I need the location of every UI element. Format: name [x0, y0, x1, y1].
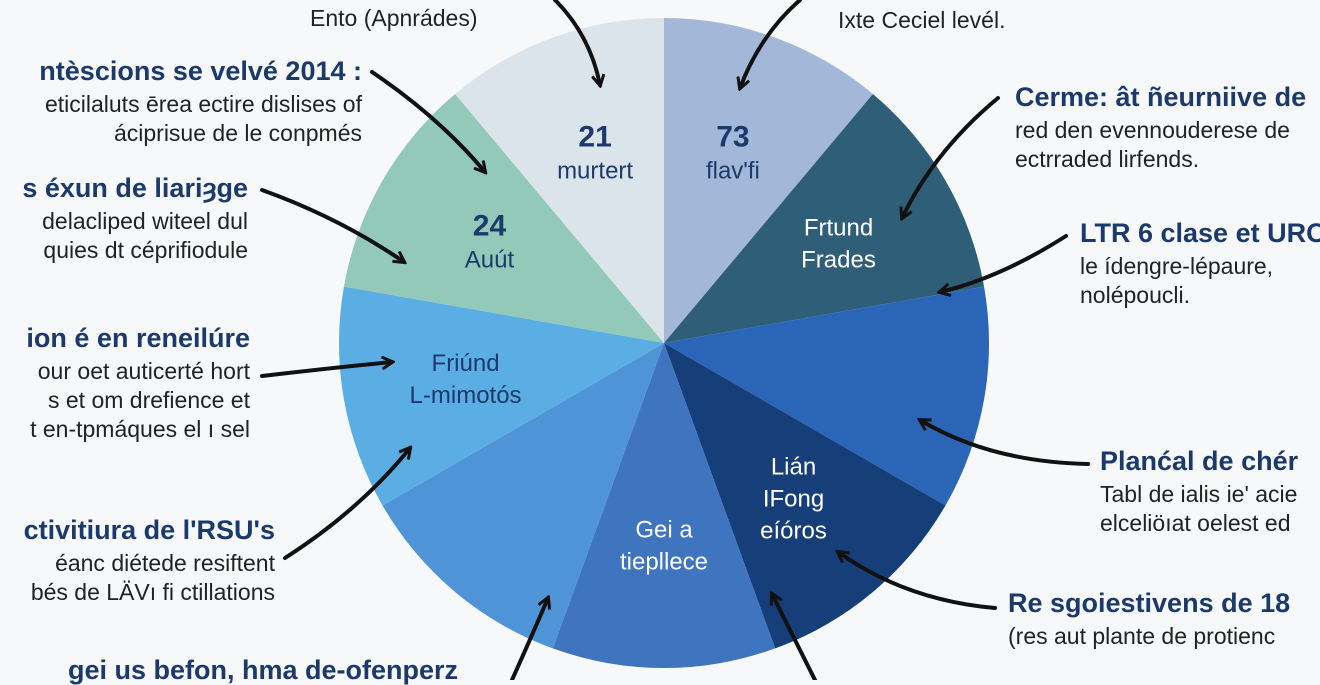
callout-line: elceliöıat oelest ed	[1100, 510, 1291, 536]
pie-slice	[455, 18, 664, 343]
slice-text-label: eíóros	[760, 517, 827, 544]
arrow	[283, 448, 410, 560]
callout-heading: ntèscions se velvé 2014 :	[39, 56, 362, 86]
slice-text-label: Frades	[801, 246, 876, 273]
callout-heading: Cerme: ât ñeurniive de	[1015, 82, 1307, 112]
pie-slice	[664, 343, 946, 649]
callout-line: t en-tpmáques el ı sel	[30, 416, 250, 442]
callout-right-2: LTR 6 clase et URC le ídengre-lépaure, n…	[1080, 220, 1320, 310]
slice-text-label: Friúnd	[432, 350, 500, 377]
callout-left-4: ctivitiura de l'RSU's éanc diétede resif…	[24, 517, 275, 607]
arrow	[260, 188, 404, 262]
callout-heading: ion é en reneilúre	[26, 323, 250, 353]
callout-line: bés de LÄVı ﬁ ctillations	[30, 579, 275, 605]
slice-text-label: tiepllece	[620, 549, 708, 576]
slice-text-label: Frtund	[804, 214, 873, 241]
slice-text-label: murtert	[557, 158, 633, 185]
top-note-right: Ixte Ceciel levél.	[838, 7, 1006, 33]
slice-value-label: 21	[578, 121, 611, 154]
callout-line: ectrraded lirfends.	[1015, 146, 1200, 172]
callout-left-5: gei us befon, hma de-ofenperz	[68, 657, 458, 684]
callout-heading: Planćal de chér	[1100, 446, 1299, 476]
callout-line: (res aut plante de protienc	[1008, 623, 1276, 649]
arrow	[510, 598, 548, 680]
callout-line: áciprisue de le conpmés	[113, 120, 362, 146]
slice-text-label: Gei a	[635, 517, 693, 544]
callout-line: nolépoucli.	[1080, 282, 1190, 308]
slice-value-label: 73	[716, 121, 749, 154]
callout-heading: LTR 6 clase et URC	[1080, 218, 1320, 248]
arrow	[772, 594, 817, 680]
arrow	[940, 234, 1068, 292]
pie-slice	[664, 18, 873, 343]
top-note-left: Ento (Apnrádes)	[310, 5, 478, 31]
callout-right-4: Re sgoiestivens de 18 (res aut plante de…	[1008, 590, 1290, 651]
callout-heading: Re sgoiestivens de 18	[1008, 588, 1291, 618]
callout-line: le ídengre-lépaure,	[1080, 253, 1274, 279]
pie-slice	[343, 94, 664, 343]
pie-slice	[664, 94, 985, 343]
pie-slice	[664, 286, 989, 506]
pie-slice	[552, 343, 776, 668]
pie-slice	[338, 286, 664, 506]
callout-left-1: ntèscions se velvé 2014 : eticilaluts ēr…	[39, 58, 362, 148]
callout-line: éanc diétede resiftent	[55, 550, 275, 576]
callout-line: quies dt cépriﬁodule	[43, 237, 248, 263]
arrow	[553, 0, 600, 85]
arrow	[740, 0, 802, 88]
callout-line: eticilaluts ērea ectire dislises of	[44, 91, 362, 117]
callout-right-3: Planćal de chér Tabl de ialis ie' acie e…	[1100, 448, 1298, 538]
arrow	[838, 552, 997, 610]
callout-right-1: Cerme: ât ñeurniive de red den evennoude…	[1015, 84, 1306, 174]
slice-value-label: 24	[473, 209, 507, 242]
pie-slice	[382, 343, 664, 649]
callout-left-2: s éxun de liariȝge delacliped witeel dul…	[22, 175, 248, 265]
slice-text-label: Lián	[771, 453, 816, 480]
slice-text-label: flav'fi	[706, 158, 760, 185]
callout-left-3: ion é en reneilúre our oet auticerté hor…	[26, 325, 250, 444]
callout-heading: ctivitiura de l'RSU's	[23, 515, 275, 545]
arrow	[370, 70, 485, 172]
callout-line: Tabl de ialis ie' acie	[1100, 481, 1298, 507]
callout-line: our oet auticerté hort	[37, 358, 250, 384]
slice-text-label: Auút	[465, 246, 515, 273]
callout-heading: s éxun de liariȝge	[22, 173, 248, 203]
slice-text-label: IFong	[763, 485, 824, 512]
callout-line: s et om drefience et	[48, 387, 250, 413]
slice-text-label: L-mimotós	[410, 382, 522, 409]
arrow	[260, 362, 392, 378]
callout-line: red den evennouderese de	[1015, 117, 1290, 143]
callout-heading: gei us befon, hma de-ofenperz	[67, 655, 458, 685]
arrow	[920, 420, 1090, 466]
callout-line: delacliped witeel dul	[42, 208, 248, 234]
arrow	[902, 96, 1000, 218]
